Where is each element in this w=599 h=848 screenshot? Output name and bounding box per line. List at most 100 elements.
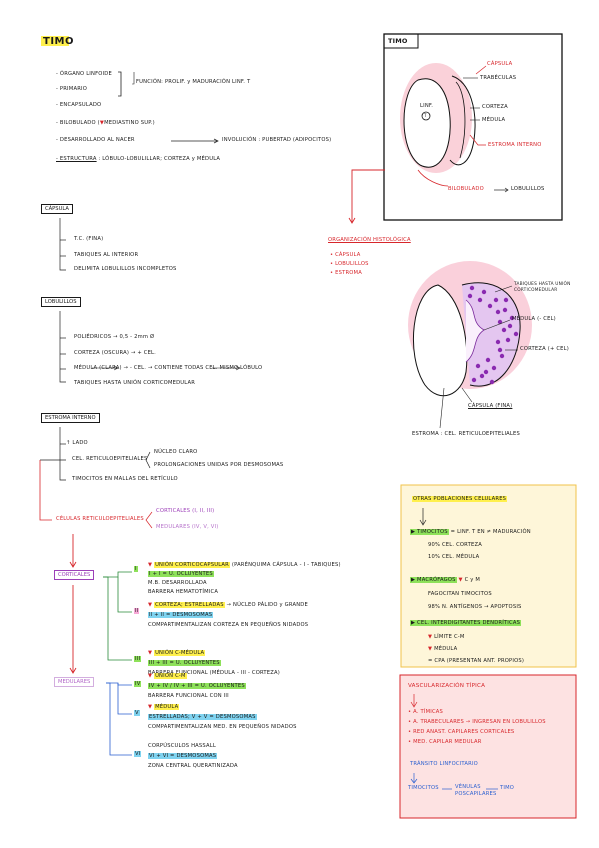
- estroma-cel: CEL. RETICULOEPITELIALES: [72, 456, 148, 462]
- diagram-lobulillos: LOBULILLOS: [511, 186, 545, 192]
- type-ii-line-3: COMPARTIMENTALIZAN CORTEZA EN PEQUEÑOS N…: [148, 622, 309, 628]
- cell-dot: [502, 307, 508, 313]
- otras-d1: ▼ LÍMITE C-M: [428, 634, 465, 640]
- capsula-item: TABIQUES AL INTERIOR: [74, 252, 139, 258]
- otras-t2: 10% CEL. MÉDULA: [428, 554, 480, 560]
- cell-dot: [497, 319, 503, 325]
- cell-dot: [467, 293, 473, 299]
- estroma-timocitos: TIMOCITOS EN MALLAS DEL RETÍCULO: [72, 476, 178, 482]
- cell-dot: [491, 365, 497, 371]
- histo-corteza: CORTEZA (+ CEL): [520, 346, 569, 352]
- histo-capsula: CÁPSULA (FINA): [468, 403, 513, 409]
- vasc-item: • MED. CAPILAR MEDULAR: [408, 739, 482, 745]
- cell-dot: [499, 353, 505, 359]
- type-ii-line-2: II + II = DESMOSOMAS: [148, 612, 214, 618]
- diagram-title-box: [383, 33, 419, 49]
- intro-line-5a: - DESARROLLADO AL NACER: [56, 137, 135, 143]
- lobulillos-section-title: LOBULILLOS: [41, 297, 81, 307]
- pin-icon: ▼: [99, 120, 105, 126]
- type-iii-line-3: BARRERA FUNCIONAL (MÉDULA - III - CORTEZ…: [148, 670, 281, 676]
- otras-d2: ▼ MÉDULA: [428, 646, 458, 652]
- type-iv-line-3: BARRERA FUNCIONAL CON III: [148, 693, 229, 699]
- intro-funcion: FUNCIÓN: PROLIF. y MADURACIÓN LINF. T: [136, 79, 251, 85]
- cell-dot: [497, 347, 503, 353]
- organizacion-title: ORGANIZACIÓN HISTOLÓGICA: [328, 237, 411, 243]
- page-title: TIMO: [43, 36, 74, 47]
- histology-cells: [467, 285, 519, 385]
- lobulillos-item: TABIQUES HASTA UNIÓN CORTICOMEDULAR: [74, 380, 196, 386]
- vasc-title: VASCULARIZACIÓN TÍPICA: [408, 683, 486, 689]
- cell-dot: [469, 285, 475, 291]
- type-ii-line-1: ▼ CORTEZA; ESTRELLADAS → NÚCLEO PÁLIDO y…: [148, 602, 308, 608]
- type-vi-line-1: CORPÚSCULOS HASSALL: [148, 743, 216, 749]
- diagram-t: T: [424, 113, 427, 118]
- cell-dot: [495, 309, 501, 315]
- type-iii-line-2: III + III = U. OCLUYENTES: [148, 660, 221, 666]
- intro-line-5b: INVOLUCIÓN : PUBERTAD (ADIPOCITOS): [222, 137, 332, 143]
- diagram-title: TIMO: [388, 37, 408, 45]
- cell-dot: [471, 377, 477, 383]
- cell-dot: [487, 303, 493, 309]
- type-i-line-3: M.B. DESARROLLADA: [148, 580, 207, 586]
- otras-d3: = CPA (PRESENTAN ANT. PROPIOS): [428, 658, 525, 664]
- intro-line-3: - ENCAPSULADO: [56, 102, 102, 108]
- capsula-item: T.C. (FINA): [74, 236, 104, 242]
- estroma-lado: ↑ LADO: [66, 440, 88, 446]
- type-ii-badge: II: [134, 608, 140, 614]
- arrow-to-organizacion: [351, 169, 385, 222]
- vascularizacion-box: [399, 674, 577, 819]
- organizacion-item: • CÁPSULA: [330, 252, 361, 258]
- otras-macro: ▶ MACRÓFAGOS ▼ C y M: [410, 577, 481, 583]
- intro-line-6: - ESTRUCTURA : LÓBULO-LOBULILLAR; CORTEZ…: [56, 156, 221, 162]
- cell-dot: [493, 297, 499, 303]
- lobulillos-item: POLIÉDRICOS → 0,5 - 2mm Ø: [74, 334, 155, 340]
- otras-m1: FAGOCITAN TIMOCITOS: [428, 591, 492, 597]
- otras-t1: 90% CEL. CORTEZA: [428, 542, 482, 548]
- reticulo-medulares: MEDULARES (IV, V, VI): [156, 524, 219, 530]
- otras-poblaciones-box: [400, 484, 577, 668]
- type-i-line-1: ▼ UNIÓN CORTICOCAPSULAR (PARÉNQUIMA CÁPS…: [148, 562, 341, 568]
- type-iv-badge: IV: [134, 681, 142, 687]
- left-lobe: [403, 78, 451, 168]
- intro-bracket: [118, 71, 122, 97]
- otras-timocitos: ▶ TIMOCITOS = LINF. T EN ≠ MADURACIÓN: [410, 529, 531, 535]
- diagram-corteza: CORTEZA: [482, 104, 508, 110]
- histo-tabiques: TABIQUES HASTA UNIÓN CORTICOMEDULAR: [514, 282, 571, 293]
- diagram-linf: LINF.: [420, 103, 434, 109]
- type-vi-line-2: VI + VI = DESMOSOMAS: [148, 753, 218, 759]
- type-i-line-2: I + I = U. OCLUYENTES: [148, 571, 214, 577]
- vasc-flow-1: TIMOCITOS: [408, 785, 439, 791]
- diagram-estroma: ESTROMA INTERNO: [488, 142, 542, 148]
- cell-dot: [495, 339, 501, 345]
- cell-dot: [483, 369, 489, 375]
- cell-dot: [475, 363, 481, 369]
- lobulillos-item: MÉDULA (CLARA) → - CEL. → CONTIENE TODAS…: [74, 365, 263, 371]
- type-v-line-2: ESTRELLADAS; V + V = DESMOSOMAS: [148, 714, 257, 720]
- title-highlight: [41, 36, 69, 46]
- estroma-prolong: PROLONGACIONES UNIDAS POR DESMOSOMAS: [154, 462, 284, 468]
- type-v-badge: V: [134, 710, 140, 716]
- otras-m2: 98% N. ANTÍGENOS → APOPTOSIS: [428, 604, 522, 610]
- histo-medula: MÉDULA (- CEL): [512, 316, 556, 322]
- intro-line-1: - ÓRGANO LINFOIDE: [56, 71, 112, 77]
- reticulo-label: CÉLULAS RETICULOEPITELIALES: [56, 516, 144, 522]
- diagram-capsula: CÁPSULA: [487, 61, 513, 67]
- type-v-line-1: ▼ MÉDULA: [148, 704, 180, 710]
- type-i-line-4: BARRERA HEMATOTÍMICA: [148, 589, 219, 595]
- cell-dot: [513, 331, 519, 337]
- type-i-badge: I: [134, 566, 138, 572]
- cell-dot: [505, 337, 511, 343]
- diagram-trabeculas: TRABÉCULAS: [480, 75, 517, 81]
- type-v-line-3: COMPARTIMENTALIZAN MED. EN PEQUEÑOS NIDA…: [148, 724, 297, 730]
- histo-estroma: ESTROMA : CEL. RETICULOEPITELIALES: [412, 431, 520, 437]
- lobulillos-item: CORTEZA (OSCURA) → + CEL.: [74, 350, 156, 356]
- cell-dot: [485, 357, 491, 363]
- cell-dot: [501, 327, 507, 333]
- organizacion-item: • ESTROMA: [330, 270, 362, 276]
- vasc-transito: TRÁNSITO LINFOCITARIO: [410, 761, 478, 767]
- medulares-box: MEDULARES: [54, 677, 95, 687]
- type-iv-line-2: IV + IV / IV + III = U. OCLUYENTES: [148, 683, 246, 689]
- type-vi-badge: VI: [134, 751, 142, 757]
- lymph-t-icon: [421, 111, 431, 121]
